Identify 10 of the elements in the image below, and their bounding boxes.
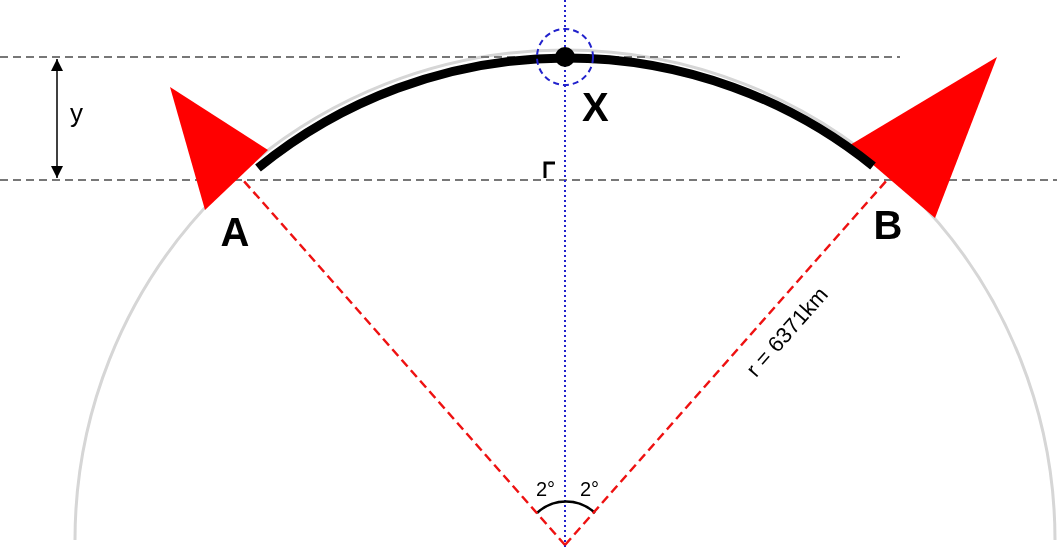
point-label: A xyxy=(213,180,257,252)
point-label: B xyxy=(866,180,910,245)
radius-line xyxy=(564,179,888,546)
pennant-flag xyxy=(170,87,268,210)
dimension-label: y xyxy=(70,100,83,126)
arc-line xyxy=(255,54,876,172)
radius-line xyxy=(242,179,566,546)
angle-label: 2° xyxy=(580,479,600,499)
point-label: X xyxy=(582,87,609,127)
angle-label: 2° xyxy=(536,479,556,499)
